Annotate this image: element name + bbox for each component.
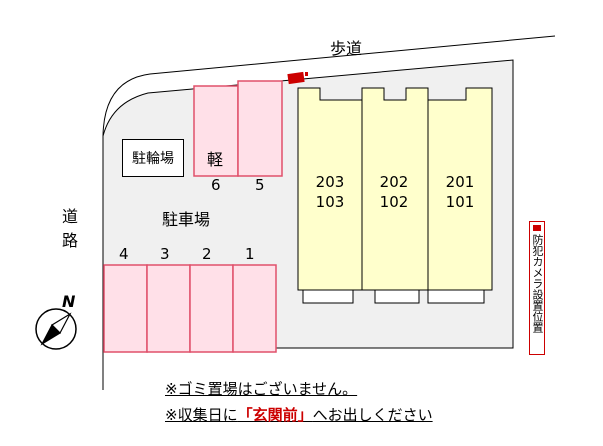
parking-space-2 xyxy=(189,264,234,353)
unit-label-group: 201 101 xyxy=(430,172,490,212)
unit-label-group: 202 102 xyxy=(364,172,424,212)
unit-lower: 101 xyxy=(445,193,475,211)
road-label: 道路 xyxy=(59,208,78,256)
building-unit-201-101 xyxy=(427,87,493,304)
parking-number-1: 1 xyxy=(245,245,255,263)
sidewalk-label: 歩道 xyxy=(330,39,363,58)
parking-number-6: 6 xyxy=(211,176,221,194)
kei-car-label: 軽 xyxy=(207,150,224,169)
building-unit-202-102 xyxy=(361,87,429,304)
parking-space-6 xyxy=(193,85,239,177)
camera-icon xyxy=(533,225,541,231)
bike-parking-label: 駐輪場 xyxy=(132,151,174,167)
compass-icon xyxy=(35,308,77,350)
camera-marker-icon xyxy=(287,71,308,85)
note-collection: ※収集日に「玄関前」へお出しください xyxy=(165,404,433,425)
note-collection-highlight: 「玄関前」 xyxy=(237,406,313,424)
parking-label: 駐車場 xyxy=(162,210,211,229)
parking-number-3: 3 xyxy=(160,245,170,263)
bike-parking: 駐輪場 xyxy=(122,139,184,177)
unit-upper: 203 xyxy=(315,173,345,191)
compass-north-label: N xyxy=(62,292,76,311)
camera-legend-text: 防犯カメラ設置位置 xyxy=(531,234,544,333)
parking-space-1 xyxy=(232,264,277,353)
building-unit-203-103 xyxy=(297,87,363,304)
parking-number-2: 2 xyxy=(202,245,212,263)
parking-number-4: 4 xyxy=(119,245,129,263)
note-collection-pre: ※収集日に xyxy=(165,406,238,424)
camera-legend: 防犯カメラ設置位置 xyxy=(529,221,545,355)
unit-lower: 103 xyxy=(315,193,345,211)
unit-upper: 201 xyxy=(445,173,475,191)
sidewalk-line-outer xyxy=(102,35,556,137)
unit-upper: 202 xyxy=(379,173,409,191)
note-garbage: ※ゴミ置場はございません。 xyxy=(165,380,358,398)
parking-space-3 xyxy=(146,264,191,353)
unit-lower: 102 xyxy=(379,193,409,211)
unit-label-group: 203 103 xyxy=(300,172,360,212)
parking-space-4 xyxy=(103,264,148,353)
parking-number-5: 5 xyxy=(255,176,265,194)
note-collection-post: へお出しください xyxy=(312,406,433,424)
parking-space-5 xyxy=(237,80,283,177)
